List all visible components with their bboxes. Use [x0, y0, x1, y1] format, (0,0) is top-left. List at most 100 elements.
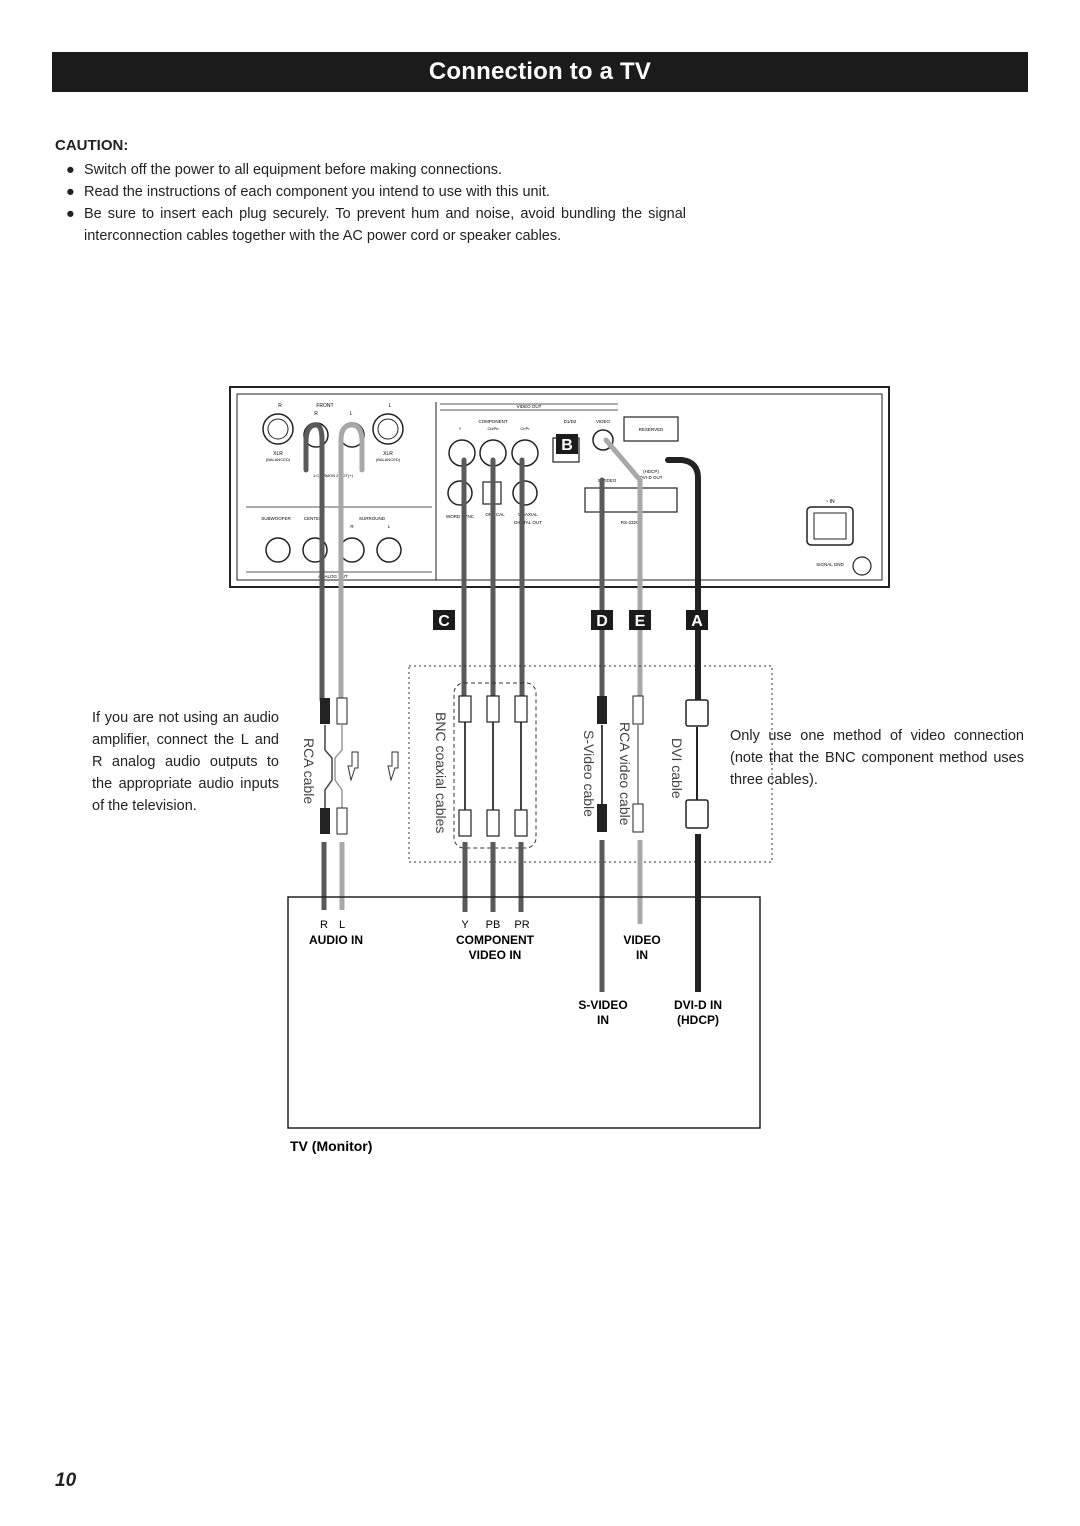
pin-note: 1:COMMON 2:HOT(+) — [313, 473, 354, 478]
panel-video-label: VIDEO — [596, 419, 611, 424]
callout-a-label: A — [691, 613, 703, 630]
surround-label: SURROUND — [359, 516, 386, 521]
reserved-label: RESERVED — [639, 427, 664, 432]
rca-cable-body — [334, 725, 343, 810]
page-title: Connection to a TV — [428, 58, 652, 85]
bnc-plug — [458, 809, 472, 837]
tv-r-label: R — [320, 919, 328, 931]
dvi-plug — [685, 699, 709, 727]
bullet-icon: ● — [66, 184, 75, 200]
xlr-label: XLR — [383, 451, 393, 457]
tv-y-label: Y — [461, 919, 469, 931]
tv-in-label: IN — [636, 948, 648, 962]
rs232c-port — [584, 487, 678, 513]
callout-c-label: C — [438, 613, 450, 630]
bnc-plug — [514, 695, 528, 723]
panel-r-label: R — [314, 411, 318, 417]
caution-item: ● Be sure to insert each plug securely. … — [66, 203, 686, 247]
rca-plug — [336, 807, 348, 835]
panel-l-label: L — [389, 403, 392, 409]
tv-monitor-label: TV (Monitor) — [290, 1138, 372, 1154]
caution-heading: CAUTION: — [55, 137, 129, 154]
tv-pb-label: PB — [486, 919, 501, 931]
dvi-plug — [685, 799, 709, 829]
svideo-plug — [597, 804, 607, 832]
tv-component-label: COMPONENT — [456, 933, 535, 947]
rca-jack-surround-l — [376, 537, 402, 563]
bnc-cable-label: BNC coaxial cables — [433, 712, 449, 833]
reserved-port — [623, 416, 679, 442]
callout-e — [629, 610, 651, 630]
rca-video-plug — [632, 803, 644, 833]
bullet-icon: ● — [66, 206, 75, 222]
callout-c — [433, 610, 455, 630]
xlr-jack-right — [262, 413, 294, 445]
cable-bodies — [324, 722, 698, 810]
ground-terminal — [852, 556, 872, 576]
coaxial-jack — [512, 480, 538, 506]
bnc-plug — [486, 809, 500, 837]
callout-d-label: D — [596, 613, 608, 630]
tv-video-label: VIDEO — [623, 933, 660, 947]
digital-out-label: DIGITAL OUT — [514, 520, 542, 525]
panel-front-label: FRONT — [316, 403, 333, 409]
dvi-cable-label: DVI cable — [669, 738, 685, 799]
callout-a — [686, 610, 708, 630]
rca-cable-label: RCA cable — [301, 738, 317, 804]
d1d2-label: D1/D2 — [564, 419, 577, 424]
bnc-plug — [514, 809, 528, 837]
video-method-note: Only use one method of video connection … — [730, 728, 1024, 788]
page-number: 10 — [55, 1470, 77, 1491]
panel-cr-label: Cr/Pr — [520, 426, 530, 431]
xlr-jack-left — [372, 413, 404, 445]
caution-item: ● Switch off the power to all equipment … — [66, 159, 686, 181]
caution-text: Be sure to insert each plug securely. To… — [84, 206, 686, 244]
bullet-icon: ● — [66, 162, 75, 178]
panel-l-label: L — [388, 524, 391, 529]
word-sync-label: WORD SYNC — [446, 514, 475, 519]
video-out-label: VIDEO OUT — [517, 404, 542, 409]
rca-video-plug — [632, 695, 644, 725]
rca-cable-body — [324, 725, 333, 810]
title-bar: Connection to a TV — [52, 52, 1028, 92]
rca-cable-l — [338, 422, 365, 703]
rca-plug — [320, 698, 330, 724]
audio-note: If you are not using an audio amplifier,… — [92, 710, 279, 814]
rca-cable-r — [303, 422, 325, 703]
plugs-bottom — [320, 799, 709, 837]
arrow-icon — [387, 751, 399, 782]
cables-lower — [321, 834, 701, 992]
subwoofer-label: SUBWOOFER — [261, 516, 291, 521]
dvi-d-out-label: DVI-D OUT — [640, 475, 663, 480]
tv-dvi-d-in-label: DVI-D IN — [674, 998, 722, 1012]
rca-jack-surround-r — [339, 537, 365, 563]
panel-cb-label: Cb/Pb — [487, 426, 499, 431]
coaxial-label: COAXIAL — [518, 512, 538, 517]
tv-s-video-label: S-VIDEO — [578, 998, 627, 1012]
rca-plug — [320, 808, 330, 834]
plugs-top — [320, 695, 709, 727]
panel-outline — [229, 386, 890, 588]
tv-pr-label: PR — [514, 919, 529, 931]
ac-in-label: ~ IN — [825, 499, 835, 505]
hdcp-label: (HDCP) — [643, 469, 659, 474]
tv-audio-in-label: AUDIO IN — [309, 933, 363, 947]
balanced-label: (BALANCED) — [266, 457, 291, 462]
cables-upper — [303, 422, 701, 703]
tv-s-video-in-label: IN — [597, 1013, 609, 1027]
caution-list: ● Switch off the power to all equipment … — [66, 159, 686, 247]
panel-inner — [236, 393, 883, 581]
caution-text: Read the instructions of each component … — [84, 184, 550, 200]
callout-d — [591, 610, 613, 630]
callout-b — [556, 434, 578, 454]
panel-l-label: L — [350, 411, 353, 417]
analog-out-label: ANALOG OUT — [318, 574, 348, 579]
bnc-plug — [458, 695, 472, 723]
center-label: CENTER — [304, 516, 323, 521]
word-sync-jack — [447, 480, 473, 506]
callout-b-label: B — [561, 437, 573, 454]
balanced-label: (BALANCED) — [376, 457, 401, 462]
panel-r-label: R — [278, 403, 282, 409]
rca-video-cable-label: RCA video cable — [617, 722, 633, 826]
